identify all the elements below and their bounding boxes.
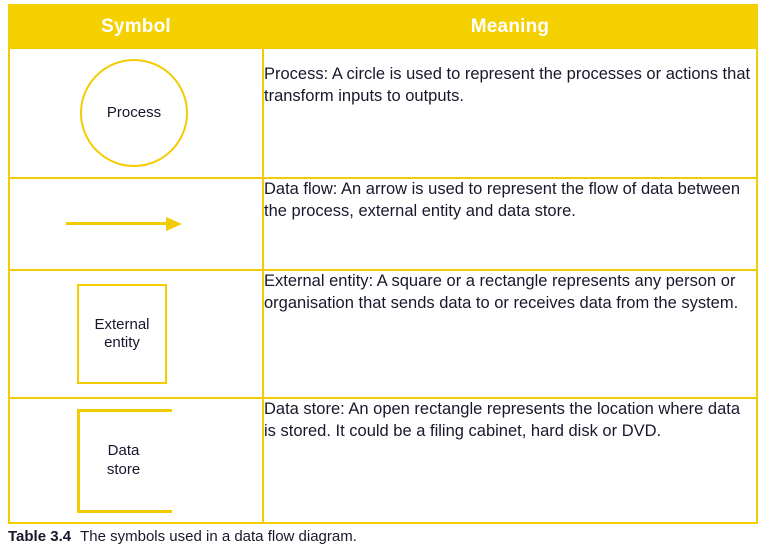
caption-label: Table 3.4 — [8, 528, 72, 545]
data-store-open-rectangle-icon: Data store — [76, 408, 172, 513]
shape-label-line-2: store — [106, 460, 141, 478]
meaning-cell-process: Process: A circle is used to represent t… — [262, 47, 758, 179]
dfd-symbols-table: Symbol Meaning Process Process: A circle… — [8, 4, 758, 524]
table-row: Data flow: An arrow is used to represent… — [8, 177, 758, 271]
meaning-cell-external-entity: External entity: A square or a rectangle… — [262, 269, 758, 399]
shape-label: Data store — [107, 442, 144, 479]
shape-label-line-1: External — [94, 315, 150, 333]
symbol-cell-data-store: Data store — [8, 397, 264, 524]
symbol-cell-external-entity: External entity — [8, 269, 264, 399]
caption-text: The symbols used in a data flow diagram. — [80, 528, 357, 545]
process-circle-icon: Process — [80, 59, 188, 167]
table-header-row: Symbol Meaning — [8, 4, 758, 49]
table-body: Process Process: A circle is used to rep… — [8, 47, 758, 524]
table-row: External entity External entity: A squar… — [8, 269, 758, 399]
table-header: Symbol Meaning — [8, 4, 758, 49]
column-header-symbol: Symbol — [8, 4, 264, 49]
data-flow-arrow-icon — [66, 216, 192, 232]
arrow-stem — [66, 222, 174, 225]
shape-label-line-2: entity — [104, 334, 140, 351]
symbol-cell-process: Process — [8, 47, 264, 179]
table-row: Data store Data store: An open rectangle… — [8, 397, 758, 524]
arrow-head — [166, 217, 182, 231]
shape-label-line-1: Data — [107, 442, 140, 460]
column-header-meaning: Meaning — [262, 4, 758, 49]
symbol-cell-data-flow — [8, 177, 264, 271]
table-caption: Table 3.4 The symbols used in a data flow… — [8, 528, 357, 545]
shape-label: Process — [106, 104, 162, 122]
table-row: Process Process: A circle is used to rep… — [8, 47, 758, 179]
meaning-cell-data-flow: Data flow: An arrow is used to represent… — [262, 177, 758, 271]
shape-label: External entity — [94, 316, 149, 353]
external-entity-rectangle-icon: External entity — [77, 284, 167, 384]
meaning-cell-data-store: Data store: An open rectangle represents… — [262, 397, 758, 524]
